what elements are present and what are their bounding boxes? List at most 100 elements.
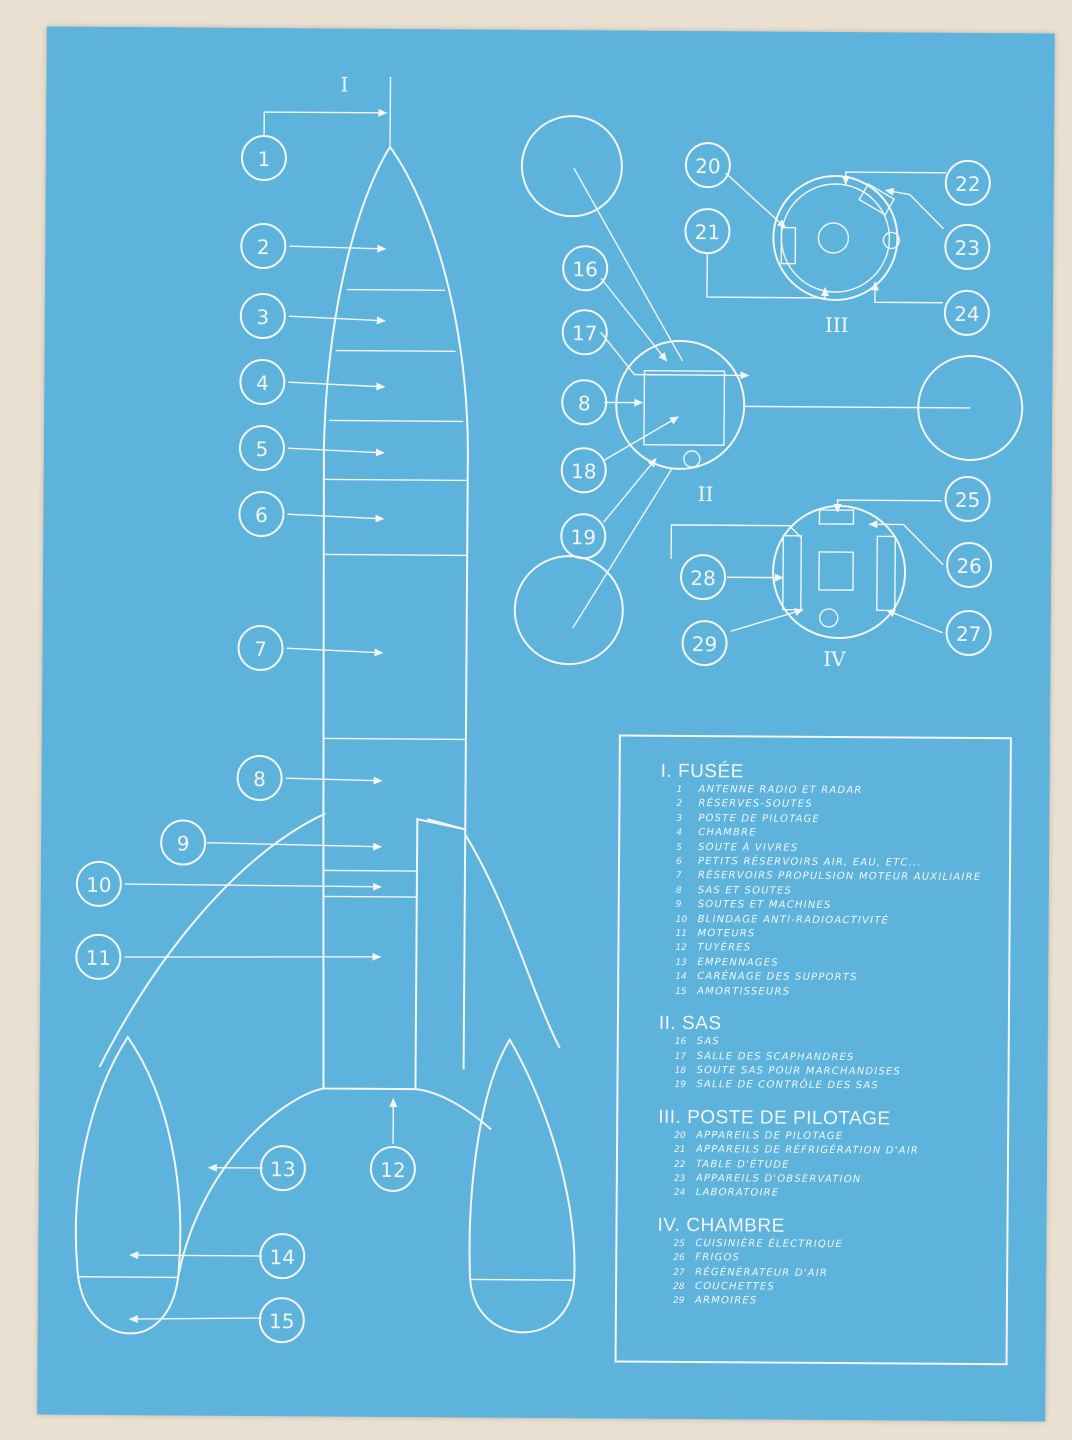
callout-circle <box>75 933 122 980</box>
callout-number: 15 <box>269 1309 295 1333</box>
legend-item-text: SALLE DE CONTRÔLE DES SAS <box>696 1079 879 1092</box>
callout-number: 13 <box>270 1157 296 1181</box>
callout-circle <box>943 289 990 336</box>
legend-section-title: II. SAS <box>658 1012 722 1035</box>
callout-number: 16 <box>572 257 598 281</box>
legend-item-text: RÉGÉNÉRATEUR D'AIR <box>695 1266 829 1279</box>
callout-circle <box>259 1145 306 1192</box>
callout-circle <box>944 475 991 522</box>
callout-circle <box>680 554 727 601</box>
callout-circle <box>945 609 992 656</box>
callout-number: 22 <box>955 172 981 196</box>
callout-circle <box>238 491 285 538</box>
legend-item-text: COUCHETTES <box>695 1281 776 1293</box>
callout-circle <box>239 359 286 406</box>
callout-circle <box>684 208 731 255</box>
legend-item-text: SOUTE SAS POUR MARCHANDISES <box>696 1064 902 1078</box>
airlock-bottom-link <box>572 468 673 629</box>
airlock-chamber <box>643 369 726 446</box>
airlock-top-link <box>573 167 684 362</box>
legend-item-text: RÉSERVES-SOUTES <box>698 798 813 811</box>
legend-item-number: 2 <box>676 799 683 810</box>
callout-number: 26 <box>956 554 982 578</box>
legend-item-number: 12 <box>675 943 687 954</box>
legend-item-number: 25 <box>673 1238 685 1249</box>
callout-circles: 1234567891011121314151617818192021222324… <box>75 135 993 1344</box>
callout-number: 21 <box>695 220 721 244</box>
bedroom-bunk-right <box>876 535 897 612</box>
callout-circle <box>684 142 731 189</box>
callout-number: 23 <box>955 236 981 260</box>
callout-circle <box>240 223 287 270</box>
callout-number: 12 <box>380 1158 406 1182</box>
callout-circle <box>944 223 991 270</box>
callout-number: 4 <box>256 371 269 395</box>
legend-item-number: 18 <box>674 1065 687 1076</box>
legend-item-number: 13 <box>675 957 687 968</box>
legend-item-text: SALLE DES SCAPHANDRES <box>696 1050 855 1063</box>
legend-item-number: 16 <box>674 1037 687 1048</box>
legend-item-number: 8 <box>675 885 682 896</box>
legend-item-text: CUISINIÈRE ÉLECTRIQUE <box>695 1237 844 1250</box>
callout-number: 27 <box>956 622 982 646</box>
airlock-view <box>513 115 1024 666</box>
legend-item: 19 SALLE DE CONTRÔLE DES SAS <box>674 1078 1007 1095</box>
legend-item-number: 19 <box>674 1080 686 1091</box>
legend-item-text: APPAREILS DE RÉFRIGÉRATION D'AIR <box>695 1144 920 1157</box>
legend-item-text: ARMOIRES <box>694 1295 758 1307</box>
rocket-body <box>322 145 469 1091</box>
legend-item-number: 1 <box>676 784 683 795</box>
airlock-top-circle <box>520 115 623 218</box>
left-fin-leading-edge <box>98 812 326 1068</box>
legend-item-number: 9 <box>675 900 682 911</box>
bedroom-view <box>670 499 944 640</box>
legend-item-text: SAS ET SOUTES <box>697 884 793 897</box>
callout-circle <box>237 625 284 672</box>
legend-item-number: 17 <box>674 1051 687 1062</box>
legend-item-number: 27 <box>673 1267 685 1278</box>
left-fin-trailing-edge <box>177 1087 324 1278</box>
legend-item-text: SOUTE À VIVRES <box>698 841 799 854</box>
legend-item-text: LABORATOIRE <box>695 1187 780 1199</box>
callout-circle <box>560 447 607 494</box>
callout-number: 24 <box>954 302 980 326</box>
callout-circle <box>561 309 608 356</box>
legend-item-number: 26 <box>673 1253 685 1264</box>
callout-number: 18 <box>571 459 597 483</box>
rocket-leader-lines <box>124 108 398 1324</box>
callout-number: 9 <box>177 831 190 855</box>
legend-item-text: BLINDAGE ANTI-RADIOACTIVITÉ <box>697 913 890 927</box>
legend-item-text: POSTE DE PILOTAGE <box>698 812 821 825</box>
legend-item-number: 23 <box>673 1173 686 1184</box>
legend-item-text: MOTEURS <box>697 928 756 940</box>
legend-item-number: 28 <box>673 1281 685 1292</box>
body-section-lines <box>322 288 468 898</box>
callout-circle <box>946 541 993 588</box>
legend-item-text: SAS <box>696 1036 720 1048</box>
callout-number: 8 <box>578 391 591 415</box>
legend-item-number: 6 <box>676 856 682 867</box>
legend-item-text: CHAMBRE <box>698 827 757 839</box>
legend-item-text: ANTENNE RADIO ET RADAR <box>698 784 863 797</box>
view-title-cockpit: III <box>825 313 849 337</box>
right-shock-absorber-line <box>470 1278 575 1281</box>
callout-circle <box>238 425 285 472</box>
callout-number: 25 <box>955 488 981 512</box>
callout-number: 10 <box>86 873 112 897</box>
legend-section-title: III. POSTE DE PILOTAGE <box>658 1106 891 1130</box>
callout-number: 6 <box>255 503 268 527</box>
legend-item-text: TUYÈRES <box>697 942 752 954</box>
legend-item-number: 21 <box>673 1145 686 1156</box>
callout-number: 28 <box>690 566 716 590</box>
callout-number: 1 <box>257 147 270 171</box>
legend-item-text: FRIGOS <box>695 1252 741 1264</box>
airlock-center-circle <box>615 339 746 470</box>
cockpit-view <box>706 171 946 304</box>
callout-number: 17 <box>572 321 598 345</box>
callout-number: 29 <box>692 632 718 656</box>
legend-item-number: 22 <box>673 1159 686 1170</box>
